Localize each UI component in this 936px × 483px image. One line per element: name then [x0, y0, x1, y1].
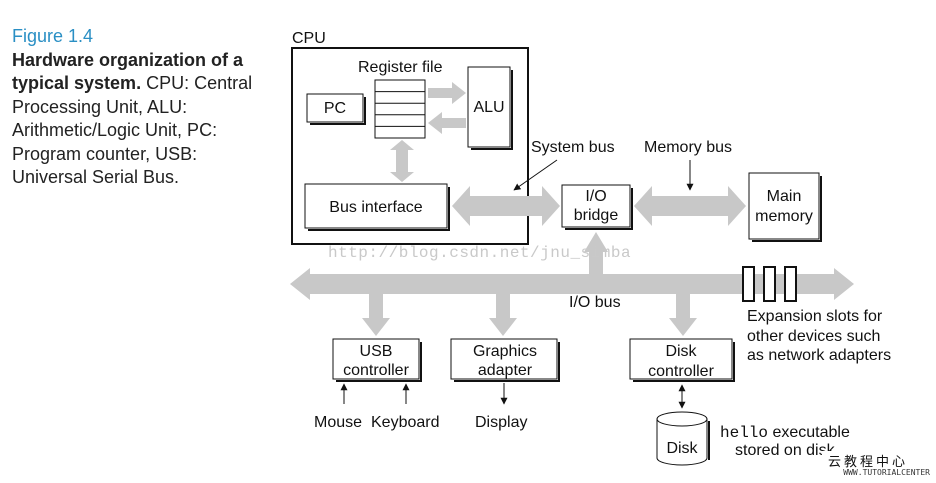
pc-shadow	[310, 97, 366, 125]
io-bridge-box	[561, 184, 631, 228]
usb-controller-box	[332, 338, 420, 380]
main-memory-label-2: memory	[755, 208, 813, 225]
disk-cylinder	[656, 419, 708, 466]
bus-interface-label: Bus interface	[329, 199, 422, 216]
io-bridge-shadow	[565, 188, 633, 230]
io-bus-to-graphics-arrow	[489, 294, 517, 336]
register-file-label: Register file	[358, 59, 443, 76]
bridge-to-io-bus-arrow	[584, 232, 608, 280]
hello-label: hello executable	[720, 424, 850, 442]
io-bridge-label-1: I/O	[585, 188, 606, 205]
graphics-adapter-box	[450, 338, 558, 380]
main-memory-box	[748, 172, 820, 240]
main-memory-label-1: Main	[767, 188, 802, 205]
disk-ctrl-label-1: Disk	[665, 343, 697, 360]
reg-bus-arrow	[390, 140, 414, 182]
expansion-slot	[742, 266, 755, 302]
disk-label: Disk	[666, 440, 698, 457]
expansion-label-3: as network adapters	[747, 347, 891, 364]
disk-top	[656, 411, 708, 427]
stored-label: stored on disk	[735, 442, 836, 459]
caption-text: CPU: Central Processing Unit, ALU: Arith…	[12, 73, 253, 187]
figure-label: Figure 1.4	[12, 26, 94, 46]
system-bus-arrow	[452, 186, 560, 226]
graphics-label-1: Graphics	[473, 343, 537, 360]
io-bus-to-disk-ctrl-arrow	[669, 294, 697, 336]
hello-word: hello	[720, 424, 768, 442]
expansion-label-1: Expansion slots for	[747, 308, 883, 325]
memory-bus-label: Memory bus	[644, 139, 732, 156]
alu-box	[467, 66, 511, 148]
pc-label: PC	[324, 100, 346, 117]
disk-controller-shadow	[633, 342, 735, 382]
corner-logo-text: 云教程中心	[827, 455, 908, 470]
expansion-slot	[784, 266, 797, 302]
display-label: Display	[475, 414, 527, 431]
expansion-slot	[763, 266, 776, 302]
bus-interface-shadow	[308, 187, 450, 231]
watermark: http://blog.csdn.net/jnu_simba	[328, 244, 631, 262]
disk-ctrl-label-2: controller	[648, 363, 714, 380]
io-bus-to-usb-arrow	[362, 294, 390, 336]
figure-caption: Figure 1.4 Hardware organization of a ty…	[12, 25, 262, 190]
caption-bold: Hardware organization of a typical syste…	[12, 49, 244, 94]
usb-controller-shadow	[336, 342, 422, 382]
main-memory-shadow	[752, 176, 822, 242]
cpu-box	[291, 47, 529, 245]
corner-logo-url: WWW.TUTORIALCENTER	[843, 468, 930, 477]
pc-box	[306, 93, 364, 123]
reg-to-alu-arrow	[428, 82, 466, 104]
graphics-label-2: adapter	[478, 362, 533, 379]
alu-label: ALU	[473, 99, 504, 116]
graphics-adapter-shadow	[454, 342, 560, 382]
system-bus-pointer	[513, 159, 558, 191]
corner-logo: 云教程中心 WWW.TUTORIALCENTER	[822, 451, 932, 481]
system-bus-label: System bus	[531, 139, 615, 156]
keyboard-label: Keyboard	[371, 414, 440, 431]
io-bridge-label-2: bridge	[574, 207, 619, 224]
disk-controller-box	[629, 338, 733, 380]
alu-shadow	[471, 70, 513, 150]
io-bus-arrow	[290, 268, 854, 300]
usb-label-2: controller	[343, 362, 409, 379]
alu-to-reg-arrow	[428, 112, 466, 134]
memory-bus-arrow	[634, 186, 746, 226]
register-file	[374, 79, 426, 139]
expansion-label-2: other devices such	[747, 328, 880, 345]
cpu-label: CPU	[292, 30, 326, 47]
usb-label-1: USB	[360, 343, 393, 360]
bus-interface-box	[304, 183, 448, 229]
io-bus-label: I/O bus	[569, 294, 621, 311]
mouse-label: Mouse	[314, 414, 362, 431]
executable-word: executable	[768, 424, 850, 441]
